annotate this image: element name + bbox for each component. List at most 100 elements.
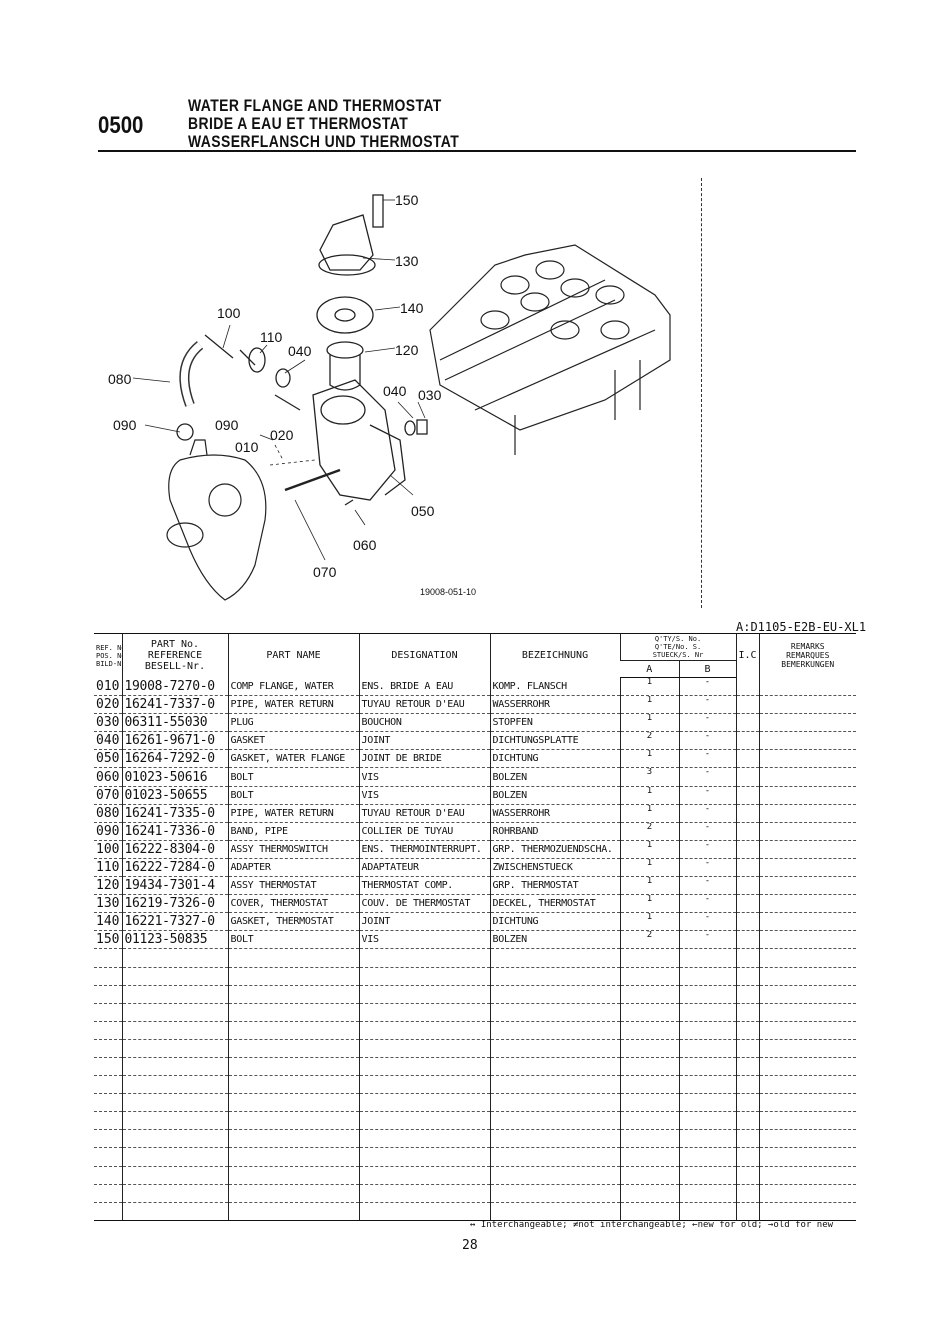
empty-cell [94,1093,122,1113]
cell-name: ASSY THERMOSWITCH [227,840,359,859]
empty-cell [489,1129,620,1149]
callout-010: 010 [235,439,259,455]
cell-designation: JOINT DE BRIDE [358,749,490,769]
cell-ic [735,858,760,878]
cell-bezeichnung: STOPFEN [489,713,620,733]
cell-qty-a: 2 [619,731,679,751]
cell-remarks [758,804,857,823]
callout-090-right: 090 [215,417,239,433]
cell-bezeichnung: WASSERROHR [489,804,620,823]
diagram-divider [701,178,702,608]
empty-cell [121,985,228,1004]
empty-cell [94,967,122,986]
cell-bezeichnung: DICHTUNGSPLATTE [489,731,620,751]
empty-cell [121,1021,228,1040]
empty-cell [489,1166,620,1185]
empty-cell [619,1093,679,1113]
empty-cell [121,1039,228,1058]
cell-qty-a: 3 [619,767,679,787]
callout-120: 120 [395,342,419,358]
cell-qty-a: 1 [619,695,679,715]
empty-cell [619,967,679,986]
cell-remarks [758,840,857,859]
empty-cell [94,948,122,968]
empty-cell [121,967,228,986]
cell-qty-b: - [678,749,737,769]
cell-qty-a: 1 [619,912,679,932]
cell-bezeichnung: DICHTUNG [489,912,620,932]
empty-cell [94,1021,122,1040]
callout-070: 070 [313,564,337,580]
cell-remarks [758,695,857,715]
cell-part-no: 01023-50655 [121,786,228,805]
empty-cell [227,1003,359,1022]
empty-cell [358,1057,490,1077]
cell-bezeichnung: DICHTUNG [489,749,620,769]
cell-remarks [758,822,857,841]
cell-name: ADAPTER [227,858,359,878]
empty-cell [227,1129,359,1149]
empty-cell [735,1057,760,1077]
empty-table-row [94,1166,857,1185]
cell-qty-b: - [678,822,737,841]
empty-cell [358,1166,490,1185]
cell-ref: 020 [94,695,122,715]
callout-110: 110 [260,329,283,345]
empty-cell [678,1129,737,1149]
cell-remarks [758,749,857,769]
empty-cell [358,1039,490,1058]
empty-cell [619,1147,679,1167]
empty-cell [227,948,359,968]
cell-bezeichnung: GRP. THERMOSTAT [489,876,620,896]
empty-cell [758,1075,857,1095]
title-french: BRIDE A EAU ET THERMOSTAT [188,114,409,133]
cell-qty-a: 1 [619,876,679,896]
cell-part-no: 16261-9671-0 [121,731,228,751]
cell-designation: TUYAU RETOUR D'EAU [358,804,490,823]
empty-cell [758,1003,857,1022]
cell-bezeichnung: BOLZEN [489,930,620,950]
cell-designation: ENS. BRIDE A EAU [358,677,490,697]
cell-designation: COUV. DE THERMOSTAT [358,894,490,914]
empty-cell [121,1166,228,1185]
empty-cell [735,1021,760,1040]
cell-bezeichnung: BOLZEN [489,767,620,787]
empty-cell [758,1166,857,1185]
empty-cell [227,1075,359,1095]
cell-qty-b: - [678,804,737,823]
cell-qty-b: - [678,731,737,751]
header-qty-a: A [620,660,679,678]
callout-130: 130 [395,253,419,269]
empty-cell [619,985,679,1004]
cell-ic [735,840,760,859]
cell-ref: 120 [94,876,122,896]
cell-remarks [758,767,857,787]
cell-designation: VIS [358,930,490,950]
empty-cell [227,1021,359,1040]
cell-bezeichnung: ROHRBAND [489,822,620,841]
empty-cell [227,1184,359,1203]
empty-table-row [94,1147,857,1167]
empty-cell [678,1075,737,1095]
callout-labels: 150 130 140 100 110 040 120 080 040 030 … [108,192,476,597]
cell-ic [735,822,760,841]
title-german: WASSERFLANSCH UND THERMOSTAT [188,132,460,151]
cell-part-no: 01023-50616 [121,767,228,787]
empty-cell [121,1184,228,1203]
empty-cell [94,1202,122,1221]
diagram-caption: 19008-051-10 [420,587,476,597]
header-part-name: PART NAME [227,633,359,678]
empty-cell [227,1093,359,1113]
empty-cell [227,1166,359,1185]
empty-table-row [94,1111,857,1131]
